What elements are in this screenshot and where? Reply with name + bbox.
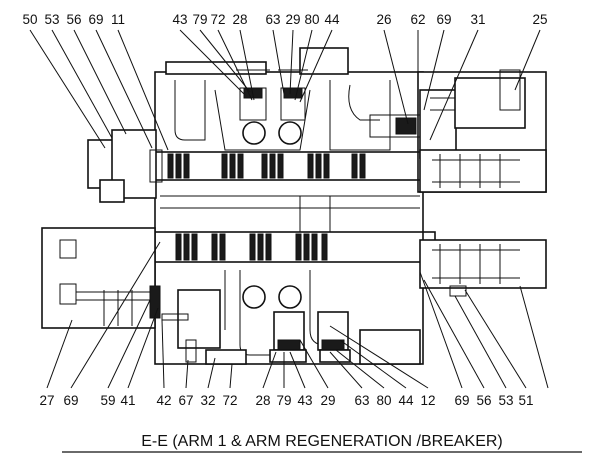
labels-top-1: 53: [44, 12, 59, 27]
spool-land: [351, 153, 358, 179]
spool-land: [269, 153, 276, 179]
spool-land: [307, 153, 314, 179]
middle-passages: [160, 195, 420, 232]
leader-lines-top: [29, 29, 541, 151]
spool-land: [175, 233, 182, 261]
labels-top-14: 62: [410, 12, 425, 27]
spool-land: [183, 153, 190, 179]
upper-right-assembly: [369, 69, 547, 193]
labels-bottom-1: 69: [63, 393, 78, 408]
spool-land: [257, 233, 264, 261]
labels-bottom-18: 53: [498, 393, 513, 408]
spool-land: [261, 153, 268, 179]
spool-land: [321, 233, 328, 261]
labels-top-15: 69: [436, 12, 451, 27]
labels-top-17: 25: [532, 12, 547, 27]
labels-bottom-19: 51: [518, 393, 533, 408]
labels-bottom-12: 63: [354, 393, 369, 408]
spool-land: [221, 153, 228, 179]
labels-bottom-2: 59: [100, 393, 115, 408]
spool-land: [219, 233, 226, 261]
spool-land: [229, 153, 236, 179]
labels-top-6: 79: [192, 12, 207, 27]
part-labels-bottom: 27 69 59 41 42 67 32 72 28 79 43 29 63 80 44 12 69 56 53 51: [39, 393, 533, 408]
lower-spool-lands: [175, 233, 328, 261]
labels-top-3: 69: [88, 12, 103, 27]
labels-bottom-6: 32: [200, 393, 215, 408]
upper-spool-lands: [167, 153, 366, 179]
labels-bottom-7: 72: [222, 393, 237, 408]
spool-land: [211, 233, 218, 261]
labels-top-5: 43: [172, 12, 187, 27]
spool-land: [175, 153, 182, 179]
labels-top-10: 29: [285, 12, 300, 27]
leader-lines-bottom: [46, 241, 549, 389]
labels-bottom-4: 42: [156, 393, 171, 408]
spool-land: [323, 153, 330, 179]
spool-land: [237, 153, 244, 179]
labels-top-0: 50: [22, 12, 37, 27]
labels-bottom-9: 79: [276, 393, 291, 408]
labels-bottom-0: 27: [39, 393, 54, 408]
spool-land: [183, 233, 190, 261]
labels-bottom-3: 41: [120, 393, 135, 408]
diagram-caption: E-E (ARM 1 & ARM REGENERATION /BREAKER): [141, 433, 503, 450]
labels-bottom-17: 56: [476, 393, 491, 408]
spool-land: [359, 153, 366, 179]
labels-top-9: 63: [265, 12, 280, 27]
spool-land: [249, 233, 256, 261]
spool-land: [265, 233, 272, 261]
labels-bottom-11: 29: [320, 393, 335, 408]
labels-top-7: 72: [210, 12, 225, 27]
labels-top-4: 11: [111, 12, 125, 27]
labels-bottom-14: 44: [398, 393, 414, 408]
lower-left-cap: [41, 227, 189, 329]
spool-land: [167, 153, 174, 179]
labels-top-12: 44: [324, 12, 340, 27]
labels-top-2: 56: [66, 12, 81, 27]
labels-bottom-13: 80: [376, 393, 391, 408]
spool-land: [277, 153, 284, 179]
labels-top-11: 80: [304, 12, 319, 27]
upper-left-cap: [87, 129, 163, 203]
spool-land: [295, 233, 302, 261]
spool-land: [303, 233, 310, 261]
labels-top-16: 31: [470, 12, 485, 27]
spool-land: [191, 233, 198, 261]
labels-bottom-8: 28: [255, 393, 270, 408]
labels-bottom-15: 12: [420, 393, 435, 408]
lower-passages: [185, 270, 351, 365]
upper-passages: [174, 69, 391, 151]
labels-bottom-5: 67: [178, 393, 193, 408]
spool-land: [315, 153, 322, 179]
spool-land: [311, 233, 318, 261]
labels-bottom-16: 69: [454, 393, 469, 408]
labels-top-13: 26: [376, 12, 391, 27]
labels-top-8: 28: [232, 12, 247, 27]
lower-spool: [149, 231, 436, 263]
lower-right-assembly: [419, 239, 547, 297]
labels-bottom-10: 43: [297, 393, 312, 408]
